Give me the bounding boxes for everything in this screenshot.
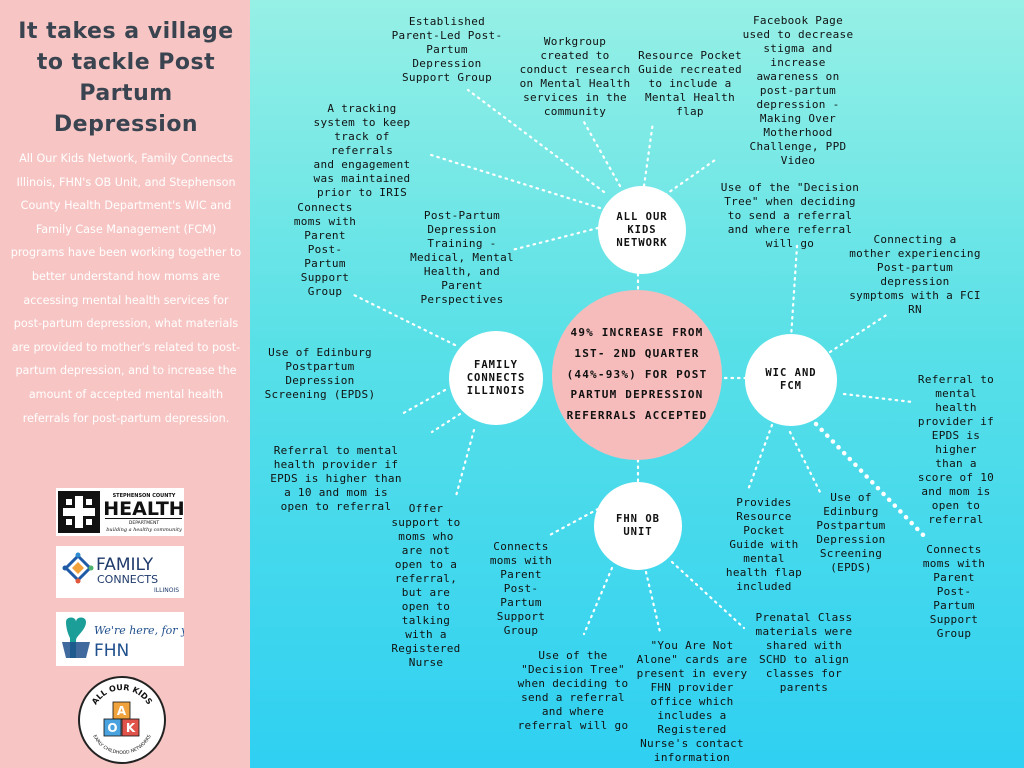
annotation-aok-facebook: Facebook Page used to decrease stigma an… xyxy=(742,14,854,167)
health-department-logo: STEPHENSON COUNTY HEALTH DEPARTMENT buil… xyxy=(56,488,185,536)
svg-text:We're here, for you: We're here, for you xyxy=(94,624,184,637)
svg-text:FAMILY: FAMILY xyxy=(96,555,154,575)
family-connects-logo: FAMILY CONNECTS ILLINOIS xyxy=(56,546,184,598)
center-statistic-circle: 49% INCREASE FROM 1ST- 2ND QUARTER (44%-… xyxy=(552,290,722,460)
hub-fhn-ob-unit-label: FHN OB UNIT xyxy=(616,513,660,538)
annotation-wic-referral: Referral to mental health provider if EP… xyxy=(917,373,995,526)
all-our-kids-logo: ALL OUR KIDS EARLY CHILDHOOD NETWORKS A … xyxy=(78,676,166,764)
hub-family-connects-illinois-label: FAMILY CONNECTS ILLINOIS xyxy=(466,358,526,397)
svg-text:building a healthy community: building a healthy community xyxy=(106,527,182,533)
svg-text:STEPHENSON COUNTY: STEPHENSON COUNTY xyxy=(113,493,176,499)
hub-all-our-kids-network-label: ALL OUR KIDS NETWORK xyxy=(616,210,668,249)
sidebar-description: All Our Kids Network, Family Connects Il… xyxy=(10,152,242,425)
hub-family-connects-illinois: FAMILY CONNECTS ILLINOIS xyxy=(449,331,543,425)
hub-all-our-kids-network: ALL OUR KIDS NETWORK xyxy=(598,186,686,274)
health-department-logo-art: STEPHENSON COUNTY HEALTH DEPARTMENT buil… xyxy=(58,491,185,533)
annotation-fhn-connects-group: Connects moms with Parent Post- Partum S… xyxy=(489,540,553,637)
annotation-wic-fci-rn: Connecting a mother experiencing Post-pa… xyxy=(849,233,981,316)
svg-text:FHN: FHN xyxy=(94,641,129,661)
sidebar-title: It takes a village to tackle Post Partum… xyxy=(18,19,234,137)
svg-text:EARLY CHILDHOOD NETWORKS: EARLY CHILDHOOD NETWORKS xyxy=(91,734,152,756)
annotation-aok-support-group: Established Parent-Led Post- Partum Depr… xyxy=(391,15,503,84)
svg-text:CONNECTS: CONNECTS xyxy=(97,573,158,586)
svg-text:A: A xyxy=(117,704,127,718)
annotation-fhn-not-alone: "You Are Not Alone" cards are present in… xyxy=(636,639,748,764)
annotation-aok-workgroup: Workgroup created to conduct research on… xyxy=(519,35,631,118)
annotation-aok-tracking: A tracking system to keep track of refer… xyxy=(313,102,411,199)
sidebar: It takes a village to tackle Post Partum… xyxy=(0,0,250,768)
family-connects-logo-art: FAMILY CONNECTS ILLINOIS xyxy=(62,552,179,594)
annotation-fci-offer-support: Offer support to moms who are not open t… xyxy=(391,502,461,669)
annotation-aok-pocket-guide: Resource Pocket Guide recreated to inclu… xyxy=(638,49,742,118)
hub-wic-and-fcm-label: WIC AND FCM xyxy=(765,367,817,392)
center-statistic-text: 49% INCREASE FROM 1ST- 2ND QUARTER (44%-… xyxy=(566,326,708,423)
svg-text:ILLINOIS: ILLINOIS xyxy=(154,587,179,594)
svg-text:K: K xyxy=(126,721,136,735)
annotation-fci-referral: Referral to mental health provider if EP… xyxy=(270,444,402,513)
annotation-wic-pocket-guide: Provides Resource Pocket Guide with ment… xyxy=(725,496,803,593)
fhn-logo-art: We're here, for you FHN xyxy=(62,617,201,661)
annotation-aok-training: Post-Partum Depression Training - Medica… xyxy=(410,209,514,306)
hub-wic-and-fcm: WIC AND FCM xyxy=(745,334,837,426)
annotation-fhn-decision-tree: Use of the "Decision Tree" when deciding… xyxy=(517,649,629,732)
annotation-wic-epds: Use of Edinburg Postpartum Depression Sc… xyxy=(816,491,886,574)
svg-text:DEPARTMENT: DEPARTMENT xyxy=(129,520,159,526)
annotation-fci-connects-group: Connects moms with Parent Post- Partum S… xyxy=(293,201,357,298)
all-our-kids-logo-art: ALL OUR KIDS EARLY CHILDHOOD NETWORKS A … xyxy=(90,683,154,756)
svg-text:HEALTH: HEALTH xyxy=(103,498,184,520)
svg-text:O: O xyxy=(107,721,117,735)
hub-fhn-ob-unit: FHN OB UNIT xyxy=(594,482,682,570)
annotation-fci-epds: Use of Edinburg Postpartum Depression Sc… xyxy=(264,346,376,401)
fhn-logo: We're here, for you FHN xyxy=(56,612,201,666)
annotation-fhn-prenatal: Prenatal Class materials were shared wit… xyxy=(755,611,853,694)
annotation-wic-connects-group: Connects moms with Parent Post- Partum S… xyxy=(922,543,986,640)
annotation-wic-decision-tree: Use of the "Decision Tree" when deciding… xyxy=(720,181,860,250)
